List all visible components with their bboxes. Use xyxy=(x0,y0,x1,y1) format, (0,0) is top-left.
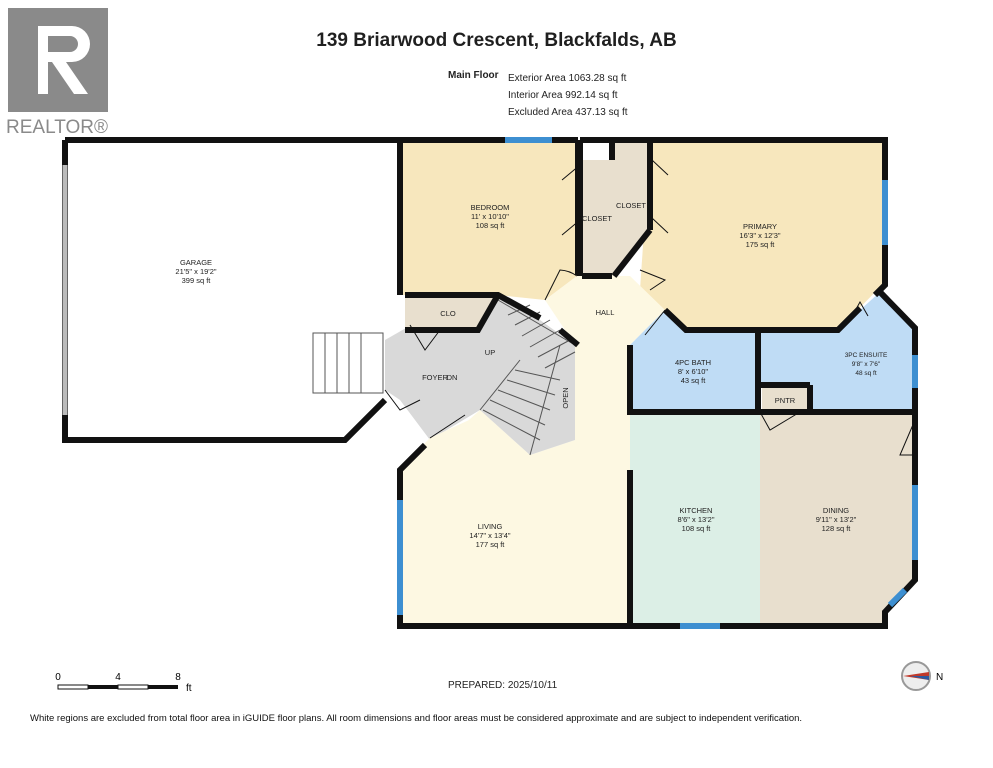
room-closet-right xyxy=(614,142,650,276)
scale-tick-0: 0 xyxy=(55,672,61,683)
hall-label: HALL xyxy=(596,308,615,317)
room-closet-center xyxy=(582,160,614,276)
area-summary: Exterior Area 1063.28 sq ft Interior Are… xyxy=(508,70,628,121)
bath-dims: 8' x 6'10" xyxy=(678,367,708,376)
scale-unit: ft xyxy=(186,683,192,694)
room-living xyxy=(400,415,630,626)
living-name: LIVING xyxy=(478,522,503,531)
windows xyxy=(397,137,918,629)
bedroom-dims: 11' x 10'10" xyxy=(471,212,509,221)
up-label: UP xyxy=(485,348,495,357)
bedroom-name: BEDROOM xyxy=(471,203,510,212)
clo-label: CLO xyxy=(440,309,456,318)
disclaimer: White regions are excluded from total fl… xyxy=(30,713,803,724)
bath-area: 43 sq ft xyxy=(681,376,707,385)
garage-steps xyxy=(312,332,384,394)
exterior-area: Exterior Area 1063.28 sq ft xyxy=(508,73,627,84)
dining-area: 128 sq ft xyxy=(822,524,852,533)
primary-dims: 16'3" x 12'3" xyxy=(739,231,780,240)
scale-tick-8: 8 xyxy=(175,672,181,683)
closet-center-label: CLOSET xyxy=(582,214,612,223)
ensuite-area: 48 sq ft xyxy=(855,370,877,377)
garage-dims: 21'5" x 19'2" xyxy=(175,267,216,276)
realtor-r-mark xyxy=(38,26,90,94)
bath-name: 4PC BATH xyxy=(675,358,711,367)
ensuite-name: 3PC ENSUITE xyxy=(845,352,888,359)
interior-area: Interior Area 992.14 sq ft xyxy=(508,90,618,101)
room-foyer xyxy=(385,295,575,455)
room-pntr xyxy=(762,386,808,412)
scale-tick-4: 4 xyxy=(115,672,121,683)
closet-right-label: CLOSET xyxy=(616,201,646,210)
compass-icon: N xyxy=(901,661,943,691)
bedroom-area: 108 sq ft xyxy=(476,221,506,230)
kitchen-name: KITCHEN xyxy=(680,506,713,515)
realtor-wordmark: REALTOR® xyxy=(6,117,108,138)
living-area: 177 sq ft xyxy=(476,540,506,549)
primary-name: PRIMARY xyxy=(743,222,777,231)
scale-bar: 0 4 8 ft xyxy=(55,672,192,694)
foyer-label: FOYER xyxy=(422,373,448,382)
room-dining xyxy=(760,414,915,626)
excluded-area: Excluded Area 437.13 sq ft xyxy=(508,107,628,118)
room-primary xyxy=(640,142,885,330)
dining-name: DINING xyxy=(823,506,849,515)
room-bath xyxy=(630,310,758,412)
garage-name: GARAGE xyxy=(180,258,212,267)
room-clo xyxy=(405,298,495,330)
primary-area: 175 sq ft xyxy=(746,240,776,249)
dn-label: DN xyxy=(447,373,458,382)
room-bedroom xyxy=(403,142,577,300)
realtor-logo: REALTOR® xyxy=(4,6,116,143)
living-dims: 14'7" x 13'4" xyxy=(469,531,510,540)
pntr-label: PNTR xyxy=(775,396,796,405)
page-title: 139 Briarwood Crescent, Blackfalds, AB xyxy=(316,30,677,51)
compass-label: N xyxy=(936,672,943,683)
dining-dims: 9'11" x 13'2" xyxy=(816,515,857,524)
floor-label: Main Floor xyxy=(448,70,499,81)
ensuite-dims: 9'8" x 7'6" xyxy=(852,361,881,368)
prepared-date: PREPARED: 2025/10/11 xyxy=(448,680,558,691)
door-swings xyxy=(384,159,916,456)
open-label: OPEN xyxy=(561,387,570,408)
staircase xyxy=(479,299,576,456)
garage-area: 399 sq ft xyxy=(182,276,212,285)
kitchen-area: 108 sq ft xyxy=(682,524,712,533)
kitchen-dims: 8'6" x 13'2" xyxy=(678,515,715,524)
room-kitchen xyxy=(630,414,760,626)
